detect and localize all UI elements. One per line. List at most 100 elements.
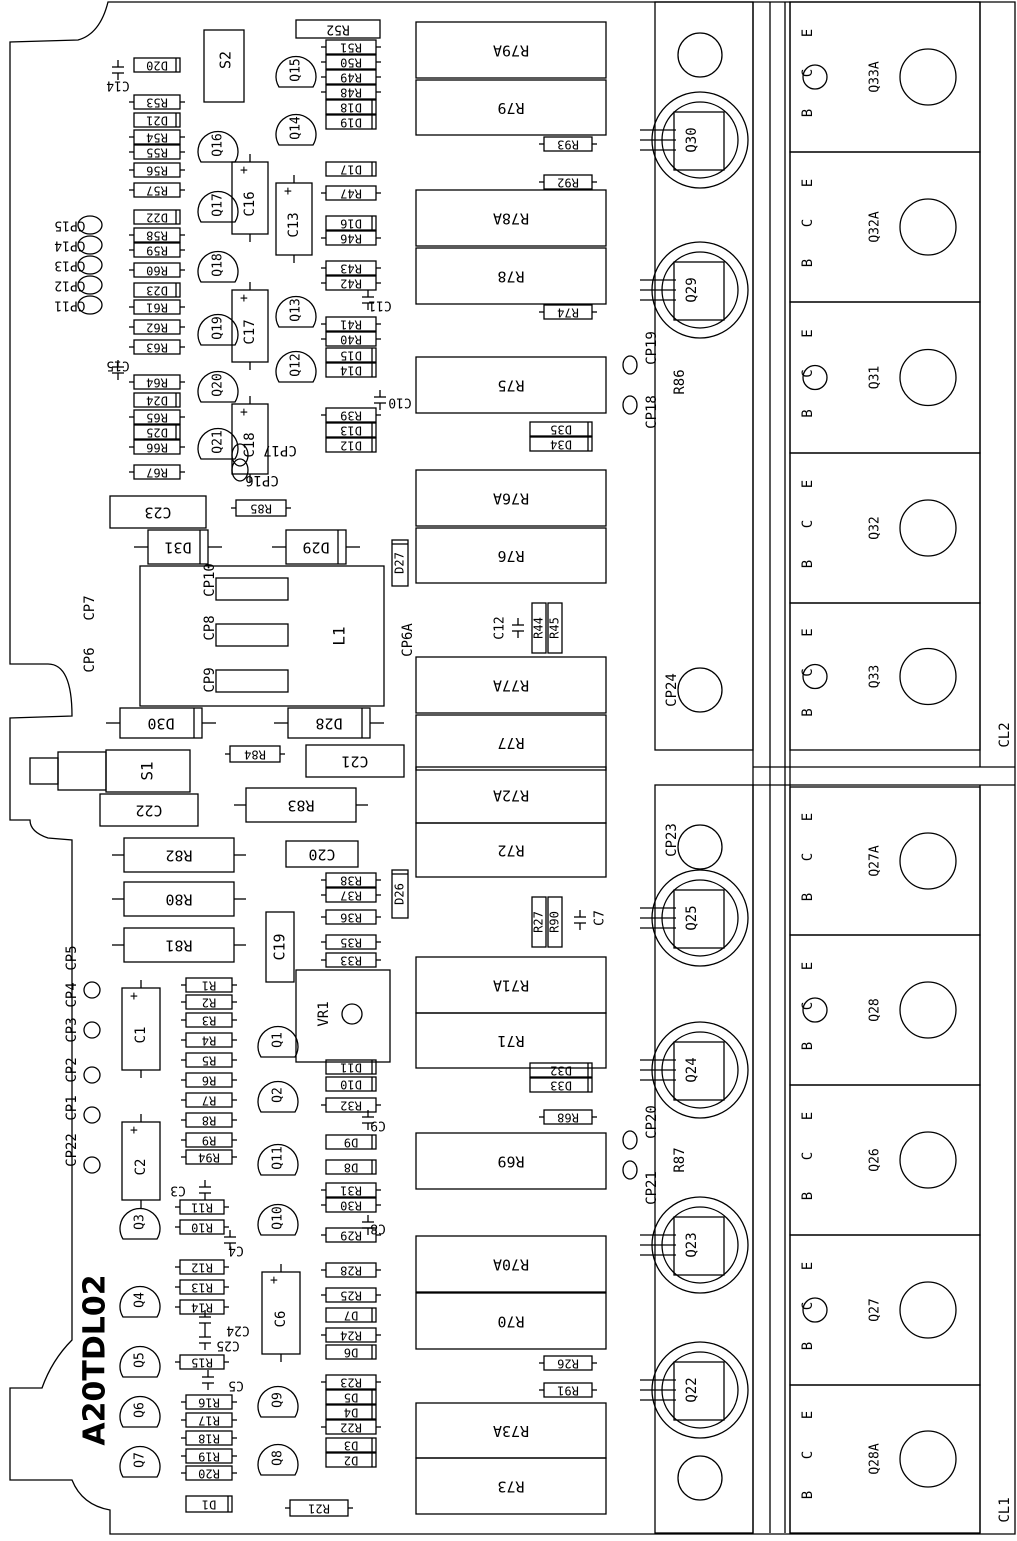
resistor-label: R78A	[493, 210, 529, 228]
pin-label: E	[800, 1411, 816, 1419]
resistor-r60: R60	[129, 262, 185, 278]
transistor-label: Q33	[868, 665, 883, 688]
testpoint-cp10: CP10	[202, 563, 218, 597]
resistor-r44: R44	[531, 602, 547, 654]
resistor-label: R16	[198, 1396, 220, 1410]
testpoint-cp17: CP17	[263, 442, 297, 458]
pin-label: C	[800, 219, 816, 227]
diode-d35: D35	[529, 421, 593, 437]
testpoint-cp22: CP22	[64, 1133, 80, 1167]
resistor-r31: R31	[321, 1182, 381, 1198]
diode-d30: D30	[106, 707, 216, 739]
transistor-label: Q27	[868, 1298, 883, 1321]
transistor-q13: Q13	[275, 295, 317, 328]
resistor-label: R90	[548, 911, 562, 933]
pin-label: E	[800, 480, 816, 488]
resistor-r32: R32	[321, 1097, 381, 1113]
diode-d12: D12	[325, 437, 377, 453]
transistor-label: Q13	[289, 298, 304, 321]
resistor-r58: R58	[129, 227, 185, 243]
testpoint-cp1: CP1	[64, 1095, 80, 1120]
capacitor-c7: C7	[574, 910, 608, 930]
diode-label: D15	[340, 349, 362, 363]
pin-label: C	[800, 668, 816, 676]
diode-d29: D29	[272, 529, 360, 565]
testpoint-cp19: CP19	[644, 331, 660, 365]
resistor-label: R72	[497, 842, 524, 860]
transistor-label: Q3	[133, 1214, 148, 1230]
diode-d9: D9	[325, 1134, 377, 1150]
resistor-label: R53	[146, 96, 168, 110]
diode-d7: D7	[325, 1307, 377, 1323]
testpoint-cp11: CP11	[54, 298, 85, 313]
transistor-q5: Q5	[119, 1345, 161, 1378]
resistor-label: R57	[146, 184, 168, 198]
resistor-label: R63	[146, 341, 168, 355]
power-transistor-q25: Q25	[640, 869, 749, 967]
resistor-r42: R42	[321, 275, 381, 291]
diode-d17: D17	[325, 161, 377, 177]
label: S1	[138, 761, 157, 780]
resistor-r40: R40	[321, 331, 381, 347]
resistor-label: R30	[340, 1199, 362, 1213]
capacitor-c19: C19	[265, 911, 295, 983]
diode-d16: D16	[325, 215, 377, 231]
transistor-label: Q6	[133, 1402, 148, 1418]
resistor-label: R70	[497, 1313, 524, 1331]
pin-label: B	[800, 1192, 816, 1200]
diode-d26: D26	[391, 869, 409, 919]
capacitor-c3: C3	[170, 1180, 211, 1200]
diode-d4: D4	[325, 1404, 377, 1420]
diode-d34: D34	[529, 436, 593, 452]
power-transistor-q23: Q23	[640, 1196, 749, 1294]
resistor-r36: R36	[321, 909, 381, 925]
diode-d1: D1	[185, 1495, 233, 1513]
testpoint-label: CP10	[202, 563, 218, 597]
resistor-label: R10	[191, 1221, 213, 1235]
diode-d2: D2	[325, 1452, 377, 1468]
diode-label: D11	[340, 1061, 362, 1075]
resistor-label: R76	[497, 547, 524, 565]
resistor-r76a: R76A	[415, 469, 607, 527]
resistor-label: R21	[308, 1502, 330, 1516]
resistor-r78: R78	[415, 247, 607, 305]
diode-label: D25	[146, 426, 168, 440]
diode-label: D29	[302, 539, 329, 557]
resistor-label: R5	[202, 1054, 216, 1068]
capacitor-c6: +C6	[261, 1264, 301, 1362]
resistor-label: R17	[198, 1414, 220, 1428]
capacitor-label: C1	[133, 1027, 149, 1044]
diode-label: D1	[202, 1498, 216, 1512]
resistor-r67: R67	[129, 464, 185, 480]
testpoint-label: CP6	[82, 647, 98, 672]
resistor-label: R12	[191, 1261, 213, 1275]
resistor-r63: R63	[129, 339, 185, 355]
capacitor-label: C9	[370, 1118, 386, 1133]
transistor-label: Q12	[289, 353, 304, 376]
pin-label: C	[800, 853, 816, 861]
resistor-r49: R49	[321, 69, 381, 85]
resistor-label: R50	[340, 56, 362, 70]
testpoint-r87: R87	[672, 1147, 688, 1172]
transistor-label: Q15	[289, 58, 304, 81]
transistor-q16: Q16	[197, 130, 239, 163]
capacitor-label: C10	[388, 395, 411, 410]
transistor-label: Q19	[211, 316, 226, 339]
resistor-label: R66	[146, 441, 168, 455]
resistor-label: R27	[532, 911, 546, 933]
resistor-r61: R61	[129, 299, 185, 315]
resistor-r80: R80	[112, 881, 246, 917]
resistor-r66: R66	[129, 439, 185, 455]
resistor-r90: R90	[547, 896, 563, 948]
resistor-r78a: R78A	[415, 189, 607, 247]
power-transistor-q22: Q22	[640, 1341, 749, 1439]
diode-label: D26	[393, 883, 407, 905]
board-outline	[9, 1, 1016, 1535]
resistor-r54: R54	[129, 129, 185, 145]
testpoint-label: CP16	[245, 472, 279, 488]
transistor-q4: Q4	[119, 1285, 161, 1318]
diode-d31: D31	[134, 529, 222, 565]
capacitor-label: C4	[228, 1243, 244, 1258]
resistor-r10: R10	[175, 1219, 229, 1235]
